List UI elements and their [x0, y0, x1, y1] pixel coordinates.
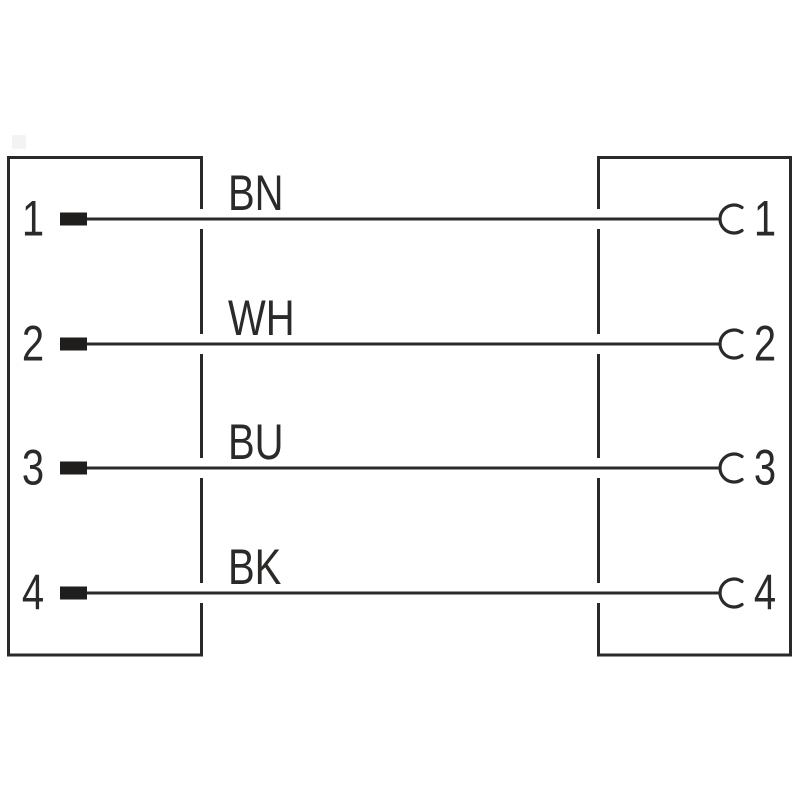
left-pin-number: 2 — [22, 315, 44, 371]
right-pin-number: 3 — [754, 439, 776, 495]
left-connector-body — [7, 156, 203, 657]
male-pin-icon — [60, 337, 87, 351]
wire-row-1: 1 BN 1 — [22, 165, 776, 247]
female-socket-icon — [718, 328, 744, 360]
faint-artifact-square — [12, 135, 26, 149]
male-pin-icon — [60, 461, 87, 475]
wire-color-label: BK — [228, 539, 281, 595]
left-pin-number: 1 — [22, 190, 44, 246]
left-pin-number: 4 — [22, 564, 44, 620]
right-pin-number: 4 — [754, 564, 776, 620]
right-pin-number: 1 — [754, 190, 776, 246]
right-pin-number: 2 — [754, 315, 776, 371]
male-pin-icon — [60, 212, 87, 226]
wire-color-label: WH — [228, 290, 295, 346]
wire-color-label: BN — [228, 165, 284, 221]
wire-row-3: 3 BU 3 — [22, 414, 776, 496]
wire-row-4: 4 BK 4 — [22, 539, 776, 621]
right-connector-body — [597, 156, 792, 657]
male-pin-icon — [60, 586, 87, 600]
female-socket-icon — [718, 452, 744, 484]
female-socket-icon — [718, 577, 744, 609]
wire-row-2: 2 WH 2 — [22, 290, 776, 372]
wire-color-label: BU — [228, 414, 284, 470]
left-pin-number: 3 — [22, 439, 44, 495]
female-socket-icon — [718, 203, 744, 235]
